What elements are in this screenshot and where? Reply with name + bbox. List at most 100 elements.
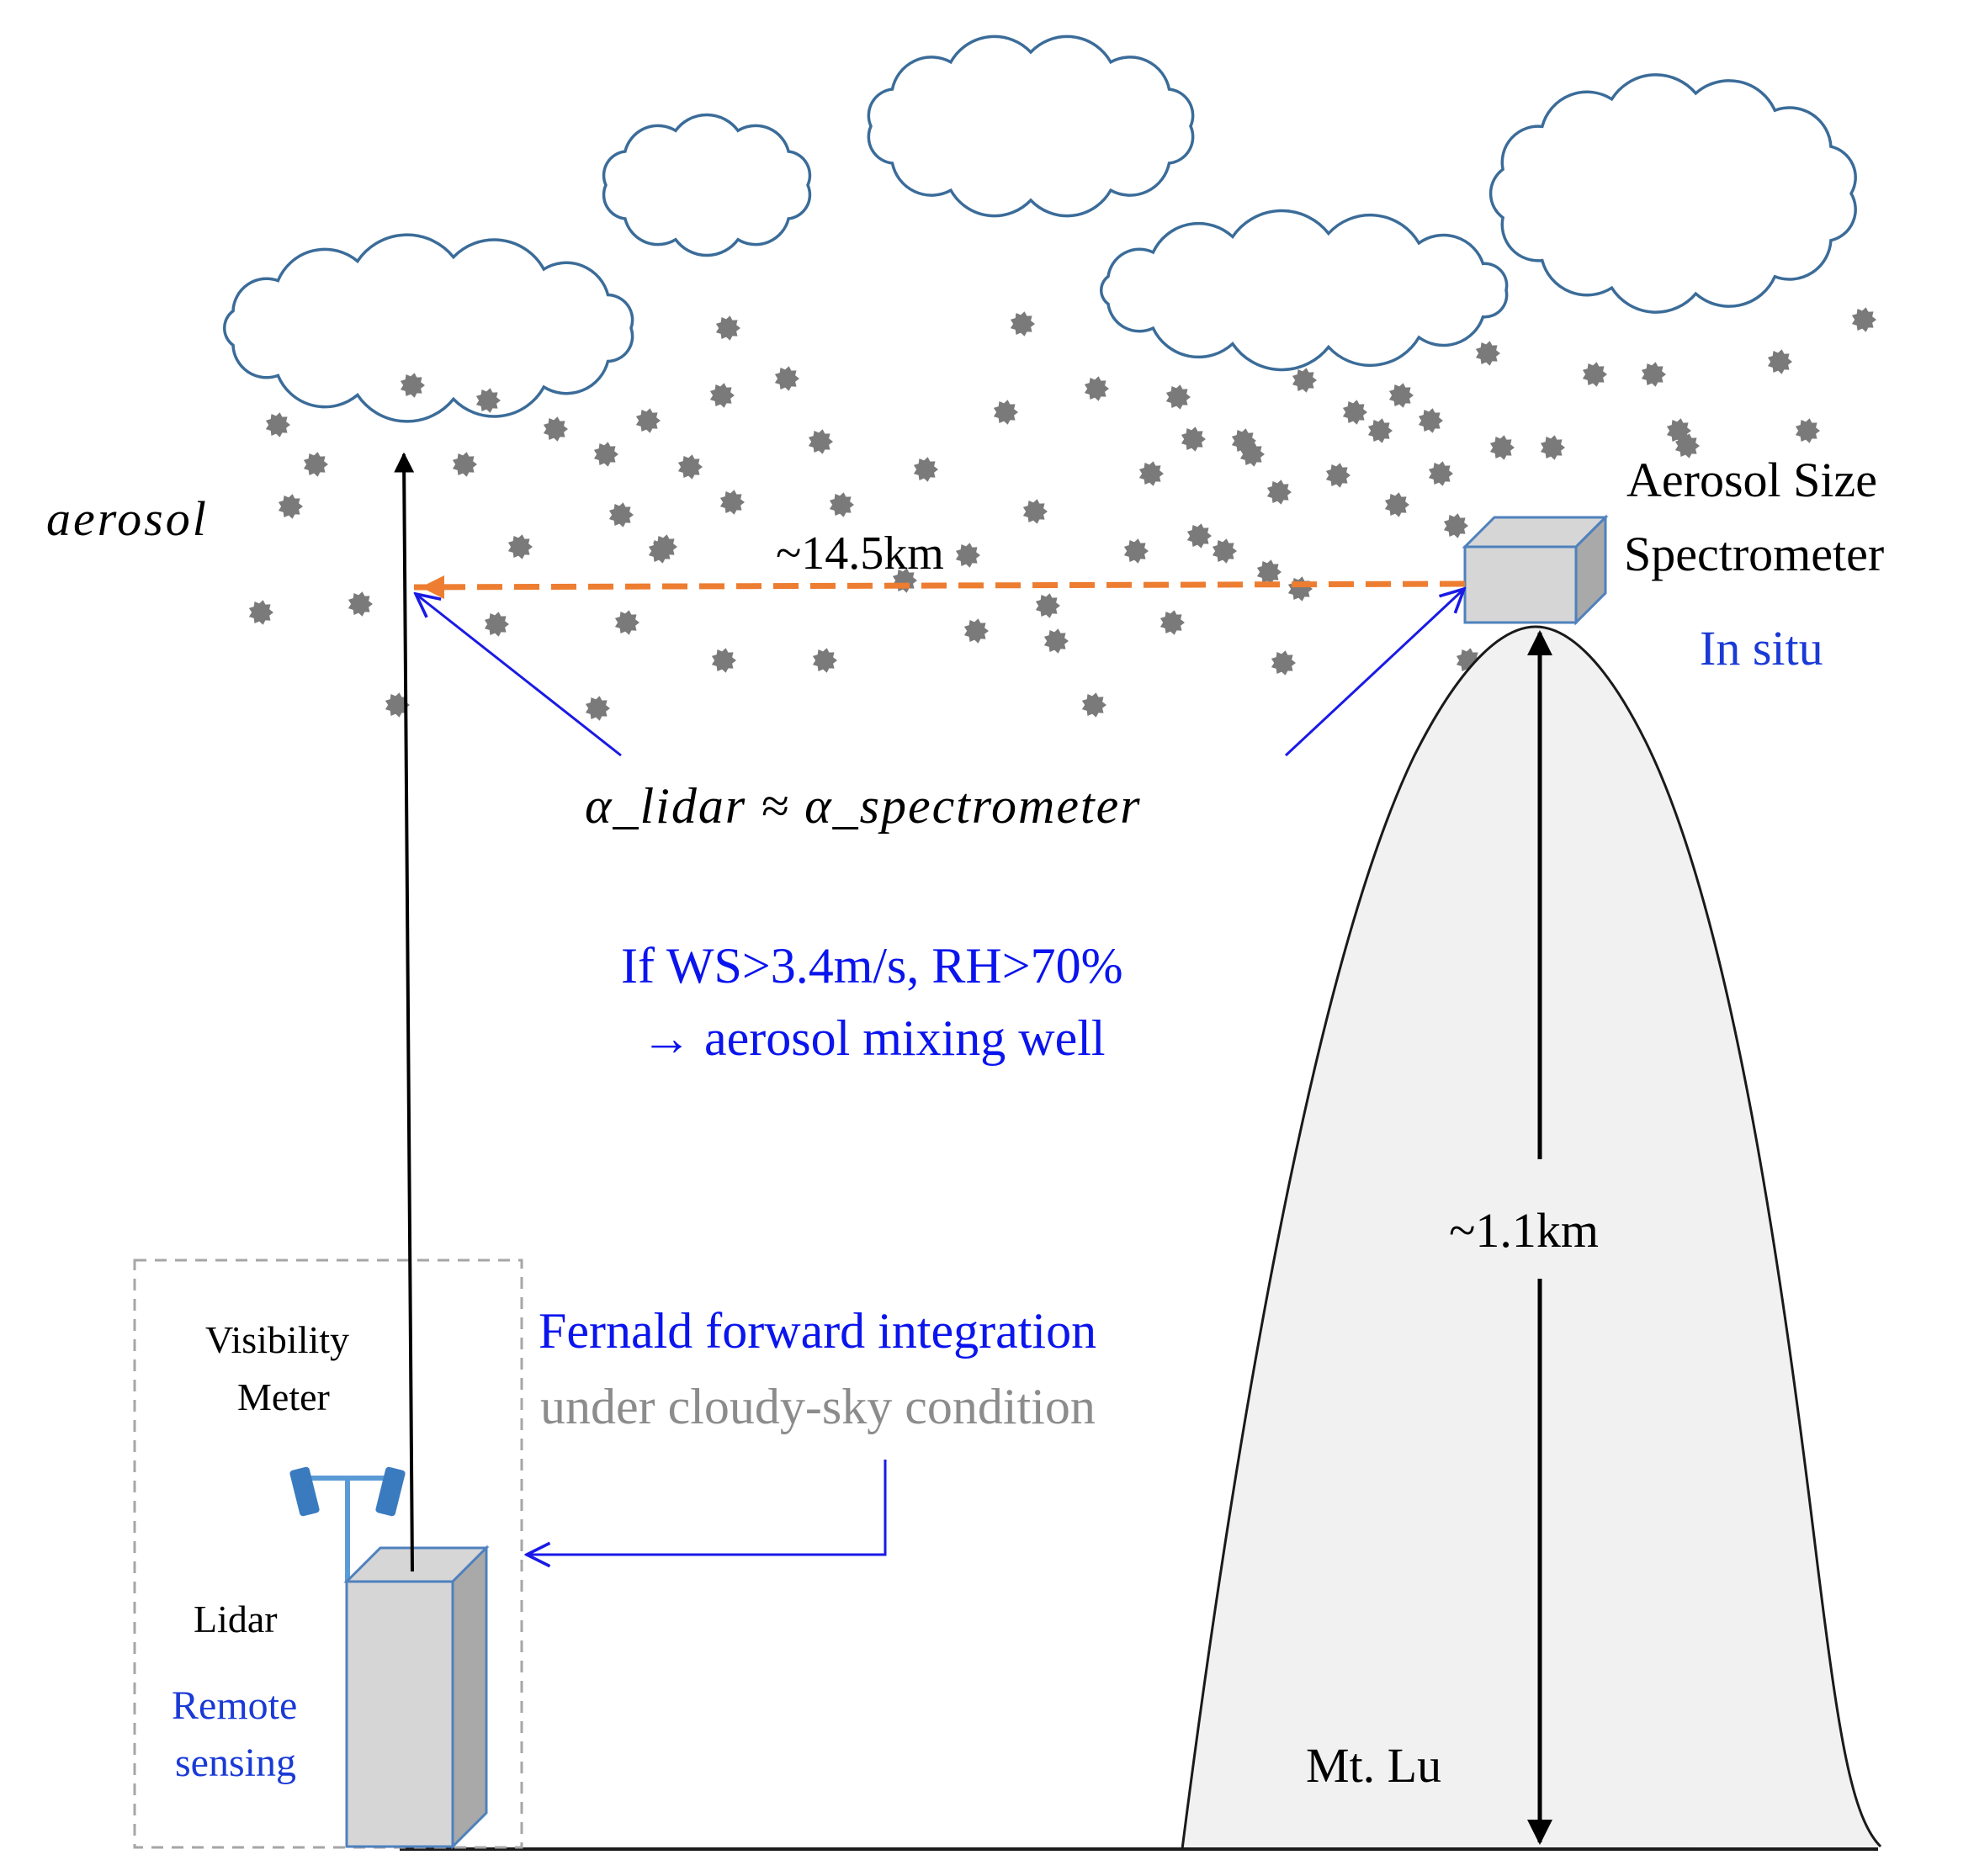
aerosol-particle	[1641, 362, 1666, 387]
distance-arrow-head	[421, 575, 444, 599]
aerosol-particle	[1212, 538, 1237, 564]
aerosol-particle	[507, 534, 533, 559]
aerosol-particle	[303, 452, 328, 477]
aerosol-particle	[1271, 650, 1296, 676]
aerosol-particles	[248, 307, 1876, 721]
lidar-box-icon	[343, 1545, 490, 1850]
aerosol-particle	[1489, 435, 1515, 460]
aerosol-particle	[808, 429, 833, 454]
aerosol-particle	[1123, 538, 1149, 564]
visibility-meter-label-line2: Meter	[237, 1375, 330, 1418]
remote-sensing-label-line1: Remote	[172, 1683, 298, 1728]
aerosol-particle	[585, 696, 610, 721]
aerosol-particle	[475, 388, 501, 413]
aerosol-particle	[812, 648, 837, 673]
distance-label: ~14.5km	[776, 527, 944, 580]
aerosol-particle	[774, 366, 799, 391]
aerosol-particle	[265, 412, 290, 437]
alpha-arrow-lidar	[416, 594, 622, 757]
spectrometer-box-icon	[1462, 514, 1609, 626]
aerosol-particle	[1043, 628, 1069, 654]
in-situ-label: In situ	[1700, 621, 1823, 676]
height-label: ~1.1km	[1449, 1203, 1599, 1258]
aerosol-particle	[1388, 383, 1414, 408]
aerosol-particle	[484, 612, 509, 637]
aerosol-particle	[1239, 442, 1265, 467]
remote-sensing-group-box	[133, 1259, 523, 1849]
aerosol-particle	[400, 373, 425, 398]
aerosol-particle	[1181, 427, 1206, 452]
aerosol-particle	[1292, 368, 1317, 393]
aerosol-particle	[1165, 384, 1191, 410]
aerosol-particle	[1428, 461, 1453, 486]
aerosol-particle	[608, 502, 634, 527]
aerosol-particle	[709, 383, 735, 408]
aerosol-particle	[1342, 400, 1367, 425]
fernald-arrow	[527, 1460, 887, 1555]
aerosol-particle	[1256, 559, 1282, 585]
aerosol-particle	[348, 591, 373, 617]
alpha-arrow-spectrometer	[1284, 589, 1464, 757]
condition-label-line1: If WS>3.4m/s, RH>70%	[621, 938, 1123, 994]
aerosol-particle	[1035, 593, 1060, 618]
aerosol-particle	[963, 618, 989, 644]
aerosol-particle	[1418, 408, 1443, 433]
aerosol-particle	[614, 610, 639, 635]
aerosol-particle	[677, 454, 703, 480]
aerosol-particle	[1022, 499, 1048, 524]
fernald-label-line1: Fernald forward integration	[539, 1303, 1097, 1359]
cloud-4	[1100, 209, 1509, 372]
aerosol-particle	[648, 538, 673, 564]
aerosol-label: aerosol	[46, 491, 209, 546]
aerosol-particle	[452, 452, 477, 477]
aerosol-particle	[278, 494, 303, 519]
spectrometer-label-line2: Spectrometer	[1624, 527, 1885, 581]
aerosol-particle	[593, 442, 618, 467]
aerosol-particle	[1582, 362, 1607, 387]
lidar-beam-arrow	[394, 452, 415, 1572]
cloud-1	[222, 233, 634, 423]
remote-sensing-label-line2: sensing	[175, 1741, 296, 1785]
distance-dashed-line	[413, 580, 1466, 591]
aerosol-particle	[1674, 433, 1700, 458]
aerosol-particle	[1287, 576, 1313, 601]
cloud-3	[867, 34, 1195, 218]
aerosol-particle	[1540, 435, 1565, 460]
aerosol-particle	[1266, 480, 1292, 505]
cloud-2	[602, 113, 812, 257]
mountain-label: Mt. Lu	[1306, 1738, 1442, 1793]
aerosol-particle	[1475, 341, 1500, 366]
alpha-relation-label: α_lidar ≈ α_spectrometer	[585, 778, 1142, 834]
aerosol-particle	[248, 600, 273, 625]
aerosol-particle	[1795, 418, 1820, 443]
aerosol-particle	[1325, 463, 1350, 488]
lidar-label: Lidar	[194, 1598, 278, 1640]
aerosol-particle	[1084, 376, 1109, 401]
aerosol-particle	[635, 408, 661, 433]
mountain-shape	[1181, 625, 1882, 1850]
aerosol-particle	[1767, 349, 1792, 374]
aerosol-particle	[543, 416, 568, 442]
aerosol-particle	[955, 543, 980, 568]
fernald-label-line2: under cloudy-sky condition	[540, 1379, 1096, 1434]
aerosol-particle	[719, 490, 745, 515]
spectrometer-label-line1: Aerosol Size	[1626, 453, 1877, 507]
aerosol-particle	[1367, 418, 1393, 443]
cloud-5	[1488, 73, 1857, 314]
aerosol-particle	[1010, 311, 1035, 337]
aerosol-particle	[1159, 610, 1185, 635]
aerosol-particle	[913, 457, 938, 482]
aerosol-particle	[385, 692, 410, 718]
aerosol-particle	[829, 492, 854, 517]
aerosol-particle	[1081, 692, 1106, 718]
aerosol-particle	[715, 315, 740, 341]
clouds	[222, 34, 1857, 423]
aerosol-particle	[1186, 523, 1212, 548]
aerosol-particle	[1443, 513, 1468, 538]
aerosol-particle	[993, 400, 1018, 425]
condition-label-line2: → aerosol mixing well	[641, 1010, 1106, 1066]
visibility-meter-label-line1: Visibility	[205, 1318, 350, 1361]
aerosol-particle	[1384, 492, 1409, 517]
